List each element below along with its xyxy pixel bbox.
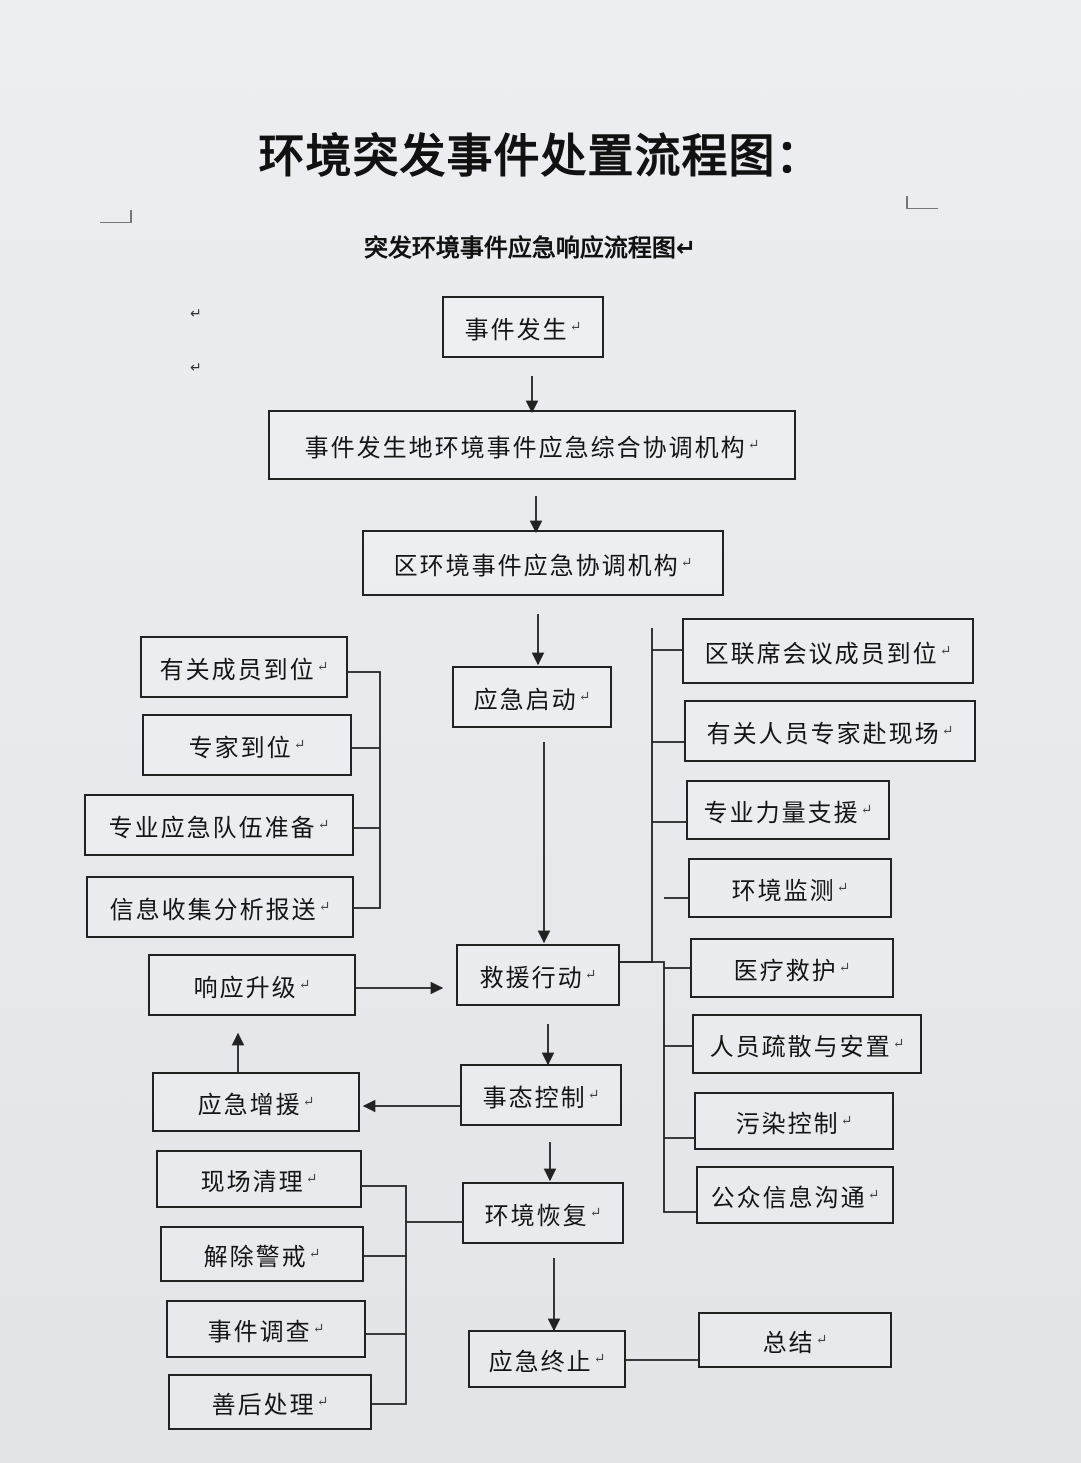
action-item: 公众信息沟通↵ — [696, 1166, 894, 1224]
prep-item: 信息收集分析报送↵ — [86, 876, 354, 938]
action-item: 人员疏散与安置↵ — [692, 1014, 922, 1074]
node-rescue: 救援行动↵ — [456, 944, 620, 1006]
return-mark: ↵ — [190, 360, 202, 376]
action-item: 有关人员专家赴现场↵ — [684, 700, 976, 762]
flowchart-subtitle: 突发环境事件应急响应流程图↵ — [260, 228, 800, 263]
bracket-right-actions-lower — [618, 961, 696, 1213]
action-item: 区联席会议成员到位↵ — [682, 618, 974, 684]
action-item: 专业力量支援↵ — [686, 780, 890, 840]
node-start: 事件发生↵ — [442, 296, 604, 358]
prep-item: 专业应急队伍准备↵ — [84, 794, 354, 856]
subtitle-text: 突发环境事件应急响应流程图 — [363, 234, 676, 262]
page-title: 环境突发事件处置流程图： — [258, 129, 823, 183]
recovery-item: 现场清理↵ — [156, 1150, 362, 1208]
return-mark: ↵ — [675, 234, 697, 262]
node-control: 事态控制↵ — [460, 1064, 622, 1126]
node-summary: 总结↵ — [698, 1312, 892, 1368]
node-recovery: 环境恢复↵ — [462, 1182, 624, 1244]
action-item: 污染控制↵ — [694, 1092, 894, 1150]
recovery-item: 善后处理↵ — [168, 1374, 372, 1430]
node-district-agency: 区环境事件应急协调机构↵ — [362, 530, 724, 596]
prep-item: 有关成员到位↵ — [140, 636, 348, 698]
node-local-agency: 事件发生地环境事件应急综合协调机构↵ — [268, 410, 796, 480]
return-mark: ↵ — [190, 306, 202, 322]
bracket-left-prep — [348, 671, 381, 909]
node-reinforce: 应急增援↵ — [152, 1072, 360, 1132]
recovery-item: 解除警戒↵ — [160, 1226, 364, 1282]
corner-mark-right — [906, 196, 938, 209]
node-terminate: 应急终止↵ — [468, 1330, 626, 1388]
bracket-right-actions-upper — [618, 628, 653, 963]
prep-item: 专家到位↵ — [142, 714, 352, 776]
action-item: 医疗救护↵ — [690, 938, 894, 998]
action-item: 环境监测↵ — [688, 858, 892, 918]
node-escalate: 响应升级↵ — [148, 954, 356, 1016]
bracket-left-recovery — [362, 1185, 407, 1405]
node-activate: 应急启动↵ — [452, 666, 612, 728]
corner-mark-left — [100, 210, 132, 223]
recovery-item: 事件调查↵ — [166, 1300, 366, 1358]
